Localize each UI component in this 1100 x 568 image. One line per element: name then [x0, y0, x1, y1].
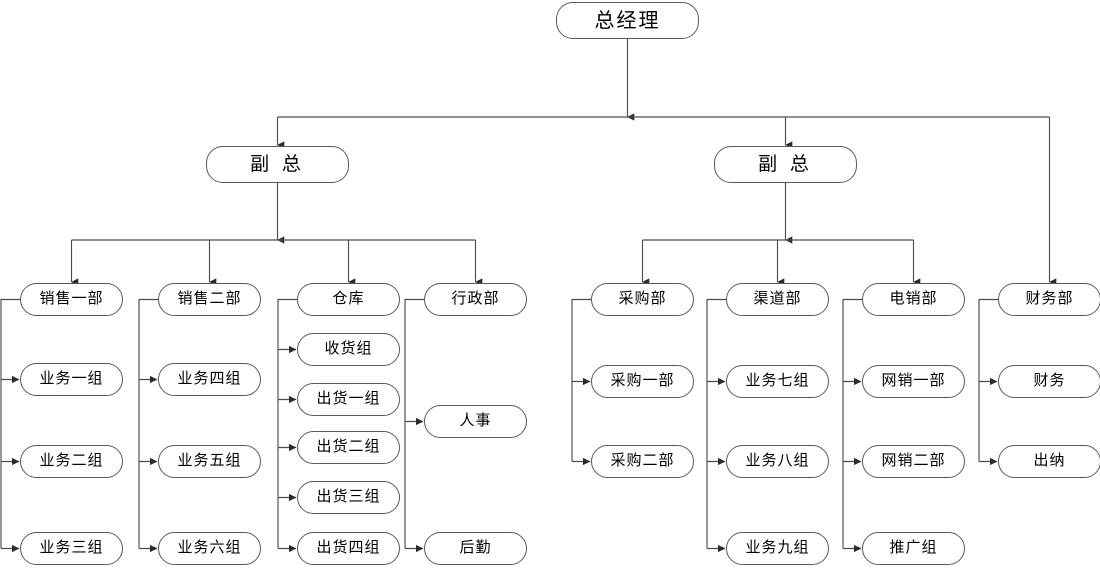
org-node-chan[interactable]: 渠道部	[726, 283, 829, 316]
org-node-label: 出货三组	[316, 489, 381, 505]
org-node-label: 业务六组	[177, 540, 242, 556]
org-node-label: 业务七组	[745, 373, 810, 389]
org-node-label: 业务四组	[177, 371, 242, 387]
org-node-label: 销售一部	[39, 291, 104, 307]
org-node-e3[interactable]: 推广组	[862, 532, 965, 565]
org-node-label: 业务八组	[745, 453, 810, 469]
org-node-e1[interactable]: 网销一部	[862, 365, 965, 398]
org-node-label: 出纳	[1033, 453, 1066, 469]
org-node-admin[interactable]: 行政部	[424, 283, 527, 316]
org-node-w2[interactable]: 出货一组	[297, 383, 400, 416]
org-node-f2[interactable]: 出纳	[998, 445, 1100, 478]
org-node-purch[interactable]: 采购部	[591, 283, 694, 316]
edge-spine-sales2	[138, 298, 158, 549]
org-node-label: 渠道部	[753, 291, 802, 307]
org-node-a1[interactable]: 人事	[424, 405, 527, 438]
org-node-sales1[interactable]: 销售一部	[20, 283, 123, 316]
org-node-label: 人事	[459, 413, 492, 429]
org-node-label: 采购部	[618, 291, 667, 307]
org-node-label: 业务九组	[745, 540, 810, 556]
org-node-label: 出货四组	[316, 540, 381, 556]
org-node-label: 推广组	[889, 540, 938, 556]
org-node-label: 副 总	[250, 154, 305, 175]
org-node-w1[interactable]: 收货组	[297, 333, 400, 366]
org-node-label: 总经理	[594, 9, 661, 32]
edge-spine-admin	[404, 298, 424, 549]
org-node-label: 收货组	[324, 341, 373, 357]
org-node-label: 网销二部	[881, 453, 946, 469]
org-node-t4[interactable]: 业务四组	[158, 363, 261, 396]
edge-spine-sales1	[0, 298, 20, 549]
org-node-label: 后勤	[459, 540, 492, 556]
org-node-w3[interactable]: 出货二组	[297, 431, 400, 464]
org-node-t2[interactable]: 业务二组	[20, 445, 123, 478]
org-node-vp1[interactable]: 副 总	[206, 146, 349, 183]
org-node-label: 出货二组	[316, 439, 381, 455]
org-node-t1[interactable]: 业务一组	[20, 363, 123, 396]
org-node-gm[interactable]: 总经理	[556, 2, 699, 39]
org-node-f1[interactable]: 财务	[998, 365, 1100, 398]
edge-spine-tele	[842, 298, 862, 549]
org-node-t3[interactable]: 业务三组	[20, 532, 123, 565]
org-node-w4[interactable]: 出货三组	[297, 481, 400, 514]
org-node-label: 销售二部	[177, 291, 242, 307]
org-node-e2[interactable]: 网销二部	[862, 445, 965, 478]
org-node-label: 采购一部	[610, 373, 675, 389]
org-node-label: 财务	[1033, 373, 1066, 389]
org-node-label: 网销一部	[881, 373, 946, 389]
org-node-label: 业务五组	[177, 453, 242, 469]
edge-spine-fin	[978, 298, 998, 462]
org-node-label: 副 总	[758, 154, 813, 175]
org-node-label: 业务三组	[39, 540, 104, 556]
edge-spine-purch	[571, 298, 591, 462]
org-node-w5[interactable]: 出货四组	[297, 532, 400, 565]
org-node-label: 电销部	[889, 291, 938, 307]
org-node-label: 仓库	[332, 291, 365, 307]
org-node-p1[interactable]: 采购一部	[591, 365, 694, 398]
org-node-label: 财务部	[1025, 291, 1074, 307]
org-node-a2[interactable]: 后勤	[424, 532, 527, 565]
org-node-label: 采购二部	[610, 453, 675, 469]
org-node-tele[interactable]: 电销部	[862, 283, 965, 316]
edge-spine-chan	[706, 298, 726, 549]
org-node-t6[interactable]: 业务六组	[158, 532, 261, 565]
org-node-label: 业务一组	[39, 371, 104, 387]
org-node-c3[interactable]: 业务九组	[726, 532, 829, 565]
edge-spine-wh	[277, 298, 297, 549]
org-node-p2[interactable]: 采购二部	[591, 445, 694, 478]
org-node-fin[interactable]: 财务部	[998, 283, 1100, 316]
org-node-sales2[interactable]: 销售二部	[158, 283, 261, 316]
org-node-label: 行政部	[451, 291, 500, 307]
org-node-t5[interactable]: 业务五组	[158, 445, 261, 478]
org-node-c2[interactable]: 业务八组	[726, 445, 829, 478]
org-node-vp2[interactable]: 副 总	[714, 146, 857, 183]
org-node-c1[interactable]: 业务七组	[726, 365, 829, 398]
org-node-label: 业务二组	[39, 453, 104, 469]
org-node-wh[interactable]: 仓库	[297, 283, 400, 316]
org-node-label: 出货一组	[316, 391, 381, 407]
